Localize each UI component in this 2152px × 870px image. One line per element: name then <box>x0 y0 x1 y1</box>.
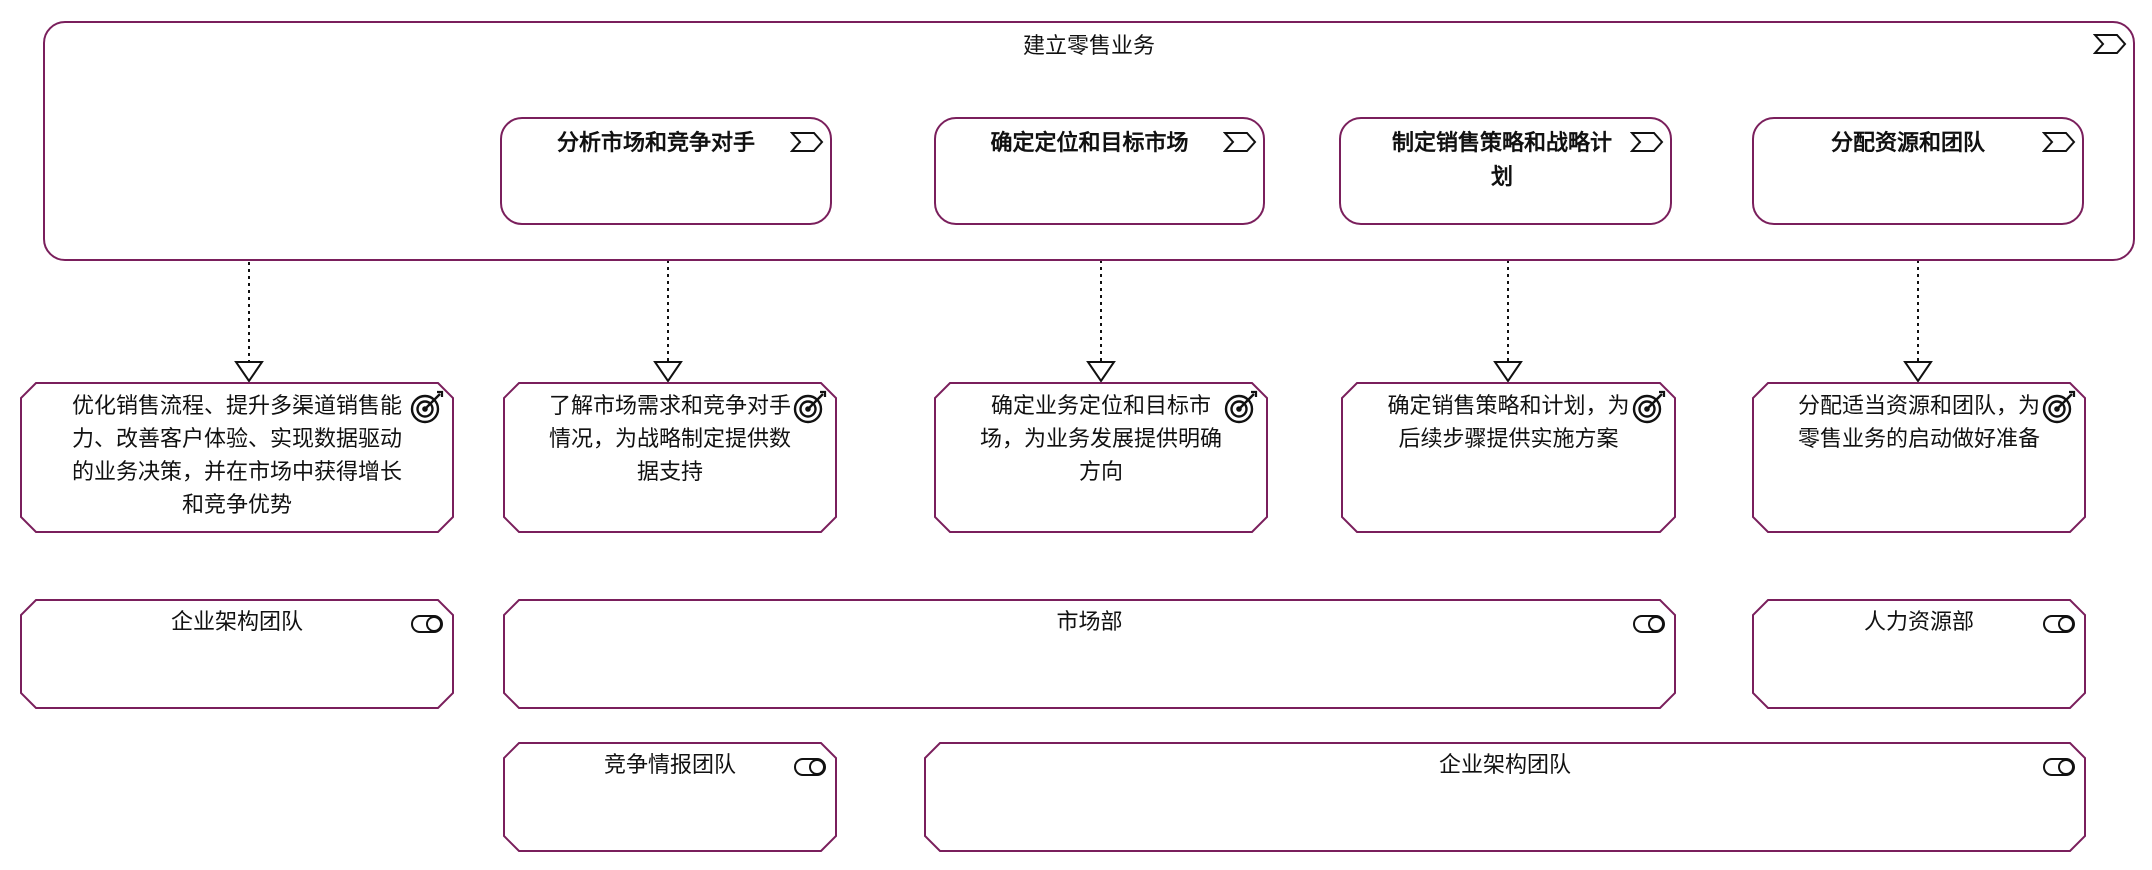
goal-box-overall[interactable]: 优化销售流程、提升多渠道销售能力、改善客户体验、实现数据驱动的业务决策，并在市场… <box>20 382 454 533</box>
step-title: 确定定位和目标市场 <box>990 131 1189 156</box>
target-goal-icon <box>1632 390 1666 424</box>
goal-text: 确定销售策略和计划，为后续步骤提供实施方案 <box>1387 394 1630 452</box>
step-sales-strategy[interactable]: 制定销售策略和战略计划 <box>1339 117 1672 225</box>
actor-box-hr[interactable]: 人力资源部 <box>1752 599 2086 709</box>
step-define-positioning[interactable]: 确定定位和目标市场 <box>934 117 1265 225</box>
actor-shape <box>503 742 837 852</box>
actor-box-marketing[interactable]: 市场部 <box>503 599 1676 709</box>
actor-shape <box>20 599 454 709</box>
role-toggle-icon <box>2043 758 2075 776</box>
goal-shape <box>1752 382 2086 533</box>
goal-text: 确定业务定位和目标市场，为业务发展提供明确方向 <box>979 394 1222 485</box>
value-stream-chevron-icon <box>2042 132 2076 152</box>
actor-title: 企业架构团队 <box>1438 753 1571 778</box>
actor-title: 人力资源部 <box>1863 610 1974 635</box>
capability-title: 建立零售业务 <box>1022 34 1155 59</box>
step-title: 分配资源和团队 <box>1830 131 1985 156</box>
actor-title: 市场部 <box>1056 610 1123 635</box>
goal-box-strategy[interactable]: 确定销售策略和计划，为后续步骤提供实施方案 <box>1341 382 1676 533</box>
target-goal-icon <box>793 390 827 424</box>
step-title: 分析市场和竞争对手 <box>556 131 755 156</box>
realization-link-1 <box>234 262 264 383</box>
goal-box-positioning[interactable]: 确定业务定位和目标市场，为业务发展提供明确方向 <box>934 382 1268 533</box>
role-toggle-icon <box>1633 615 1665 633</box>
goal-shape <box>934 382 1268 533</box>
actor-shape <box>1752 599 2086 709</box>
value-stream-chevron-icon <box>1630 132 1664 152</box>
target-goal-icon <box>1224 390 1258 424</box>
role-toggle-icon <box>2043 615 2075 633</box>
goal-text: 优化销售流程、提升多渠道销售能力、改善客户体验、实现数据驱动的业务决策，并在市场… <box>72 394 403 518</box>
actor-box-competitive-intel[interactable]: 竞争情报团队 <box>503 742 837 852</box>
goal-box-market[interactable]: 了解市场需求和竞争对手情况，为战略制定提供数据支持 <box>503 382 837 533</box>
goal-text: 了解市场需求和竞争对手情况，为战略制定提供数据支持 <box>548 394 791 485</box>
value-stream-chevron-icon <box>1223 132 1257 152</box>
goal-shape <box>20 382 454 533</box>
actor-shape <box>924 742 2086 852</box>
role-toggle-icon <box>411 615 443 633</box>
actor-shape <box>503 599 1676 709</box>
goal-shape <box>1341 382 1676 533</box>
actor-title: 竞争情报团队 <box>603 753 736 778</box>
target-goal-icon <box>410 390 444 424</box>
actor-box-ea-team-2[interactable]: 企业架构团队 <box>924 742 2086 852</box>
actor-title: 企业架构团队 <box>170 610 303 635</box>
goal-text: 分配适当资源和团队，为零售业务的启动做好准备 <box>1797 394 2040 452</box>
step-analyze-market[interactable]: 分析市场和竞争对手 <box>500 117 832 225</box>
goal-box-resources[interactable]: 分配适当资源和团队，为零售业务的启动做好准备 <box>1752 382 2086 533</box>
target-goal-icon <box>2042 390 2076 424</box>
value-stream-chevron-icon <box>2093 34 2127 54</box>
value-stream-chevron-icon <box>790 132 824 152</box>
role-toggle-icon <box>794 758 826 776</box>
goal-shape <box>503 382 837 533</box>
actor-box-ea-team[interactable]: 企业架构团队 <box>20 599 454 709</box>
step-title: 制定销售策略和战略计划 <box>1391 131 1612 190</box>
step-allocate-resources[interactable]: 分配资源和团队 <box>1752 117 2084 225</box>
